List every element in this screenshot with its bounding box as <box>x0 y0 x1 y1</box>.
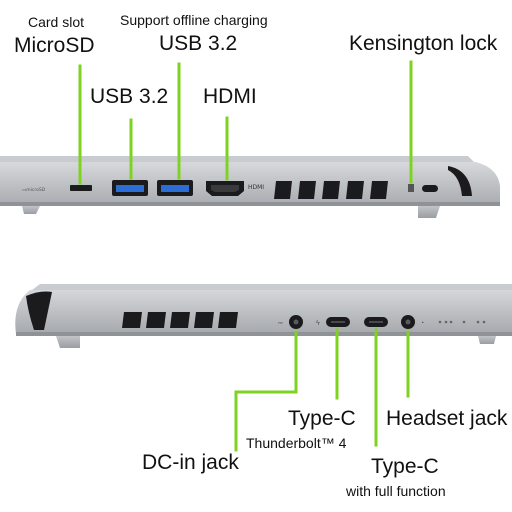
foot-front <box>22 206 40 214</box>
usb-a-tongue-1 <box>116 185 144 192</box>
hdmi-inner <box>211 185 239 192</box>
dc-glyph: ⎓ <box>278 321 283 327</box>
foot-rear <box>418 206 440 218</box>
kensington-glyph <box>408 184 414 192</box>
label-hdmi: HDMI <box>203 85 257 108</box>
vents-bottom <box>122 312 238 328</box>
headphone-icon: ◔ <box>420 320 424 327</box>
status-led-icons <box>438 320 486 324</box>
label-type-c-thunderbolt: Type-C <box>288 407 356 430</box>
label-usb-a-1: USB 3.2 <box>90 85 169 108</box>
chassis-body <box>0 162 500 204</box>
label-type-c-full: Type-C <box>371 455 439 478</box>
lid-edge <box>32 284 512 290</box>
chassis-body <box>15 290 512 334</box>
hdmi-glyph: HDMI <box>248 184 265 191</box>
microsd-slot <box>70 185 92 191</box>
vents-top <box>274 181 388 199</box>
rear-vent <box>448 166 472 196</box>
chassis-bottom-edge <box>0 202 500 206</box>
label-usb-a-2: USB 3.2 <box>159 32 238 55</box>
label-kensington-lock: Kensington lock <box>349 32 498 55</box>
foot-front <box>478 336 496 344</box>
leader-dc-in <box>234 330 298 452</box>
usb-a-tongue-2 <box>161 185 189 192</box>
leader-lines <box>78 60 413 452</box>
laptop-right-side: ⎓ ϟ ◔ <box>15 284 512 348</box>
rear-vent <box>26 291 52 330</box>
kensington-slot <box>422 185 438 192</box>
foot-rear <box>56 336 80 348</box>
label-dc-in-jack: DC-in jack <box>142 451 239 474</box>
microsd-glyph: ▭microSD <box>22 187 46 193</box>
thunderbolt-icon: ϟ <box>316 320 320 327</box>
label-offline-charging: Support offline charging <box>120 12 268 28</box>
label-with-full-function: with full function <box>346 483 446 499</box>
lid-edge <box>0 156 474 162</box>
label-microsd: MicroSD <box>14 34 95 57</box>
chassis-bottom-edge <box>16 332 512 336</box>
label-card-slot: Card slot <box>28 14 85 30</box>
label-thunderbolt-4: Thunderbolt™ 4 <box>246 435 347 451</box>
label-headset-jack: Headset jack <box>386 407 508 430</box>
laptop-left-side: ▭microSD <box>0 156 500 218</box>
dc-in-pin <box>293 319 299 325</box>
